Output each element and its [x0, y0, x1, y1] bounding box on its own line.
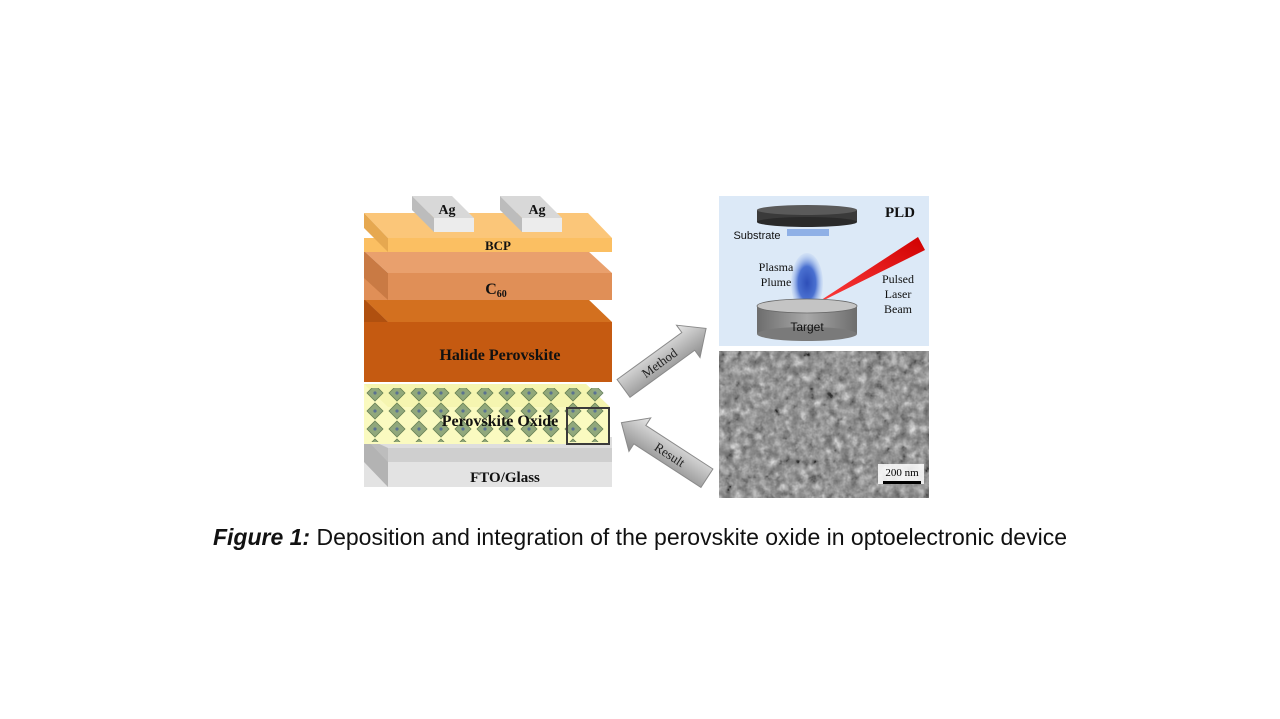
target-cylinder: Target: [756, 298, 858, 341]
plasma-label-2: Plume: [761, 275, 792, 289]
ag-electrode-right: Ag: [500, 196, 562, 232]
perovskite-oxide-layer: Perovskite Oxide: [364, 384, 610, 445]
caption-label: Figure 1:: [212, 524, 311, 550]
scale-bar-label: 200 nm: [885, 467, 919, 479]
laser-label-1: Pulsed: [882, 272, 914, 286]
plasma-label-1: Plasma: [759, 260, 794, 274]
laser-beam: [812, 237, 925, 306]
result-arrow: Result: [620, 417, 714, 489]
pld-title: PLD: [885, 205, 915, 221]
bcp-layer: BCP: [364, 213, 612, 253]
plasma-plume: [791, 253, 823, 313]
laser-label-2: Laser: [885, 287, 912, 301]
device-stack: FTO/Glass Perovskite Oxide Halide Perovs…: [364, 196, 612, 487]
substrate-film: [787, 229, 829, 236]
ag-electrode-left: Ag: [412, 196, 474, 232]
ag-left-label: Ag: [438, 203, 455, 218]
bcp-label: BCP: [485, 238, 511, 253]
laser-label-3: Beam: [884, 302, 913, 316]
c60-label: C60: [485, 281, 507, 300]
sem-image-panel: 200 nm: [719, 351, 929, 498]
halide-label: Halide Perovskite: [439, 347, 560, 364]
substrate-disc: [757, 205, 857, 227]
fto-label: FTO/Glass: [470, 470, 540, 486]
scale-bar: [883, 481, 921, 484]
method-arrow: Method: [616, 324, 707, 398]
halide-perovskite-layer: Halide Perovskite: [364, 299, 612, 382]
oxide-label: Perovskite Oxide: [442, 413, 559, 430]
pld-panel: PLD Substrate Plasma Plume Pulsed Laser …: [719, 196, 929, 346]
c60-layer: C60: [364, 251, 612, 300]
substrate-label: Substrate: [733, 230, 780, 242]
target-label: Target: [790, 320, 824, 334]
figure-caption: Figure 1: Deposition and integration of …: [0, 524, 1280, 551]
oxide-zoom-box: [566, 407, 610, 445]
caption-text: Deposition and integration of the perovs…: [310, 524, 1068, 550]
ag-right-label: Ag: [528, 203, 545, 218]
